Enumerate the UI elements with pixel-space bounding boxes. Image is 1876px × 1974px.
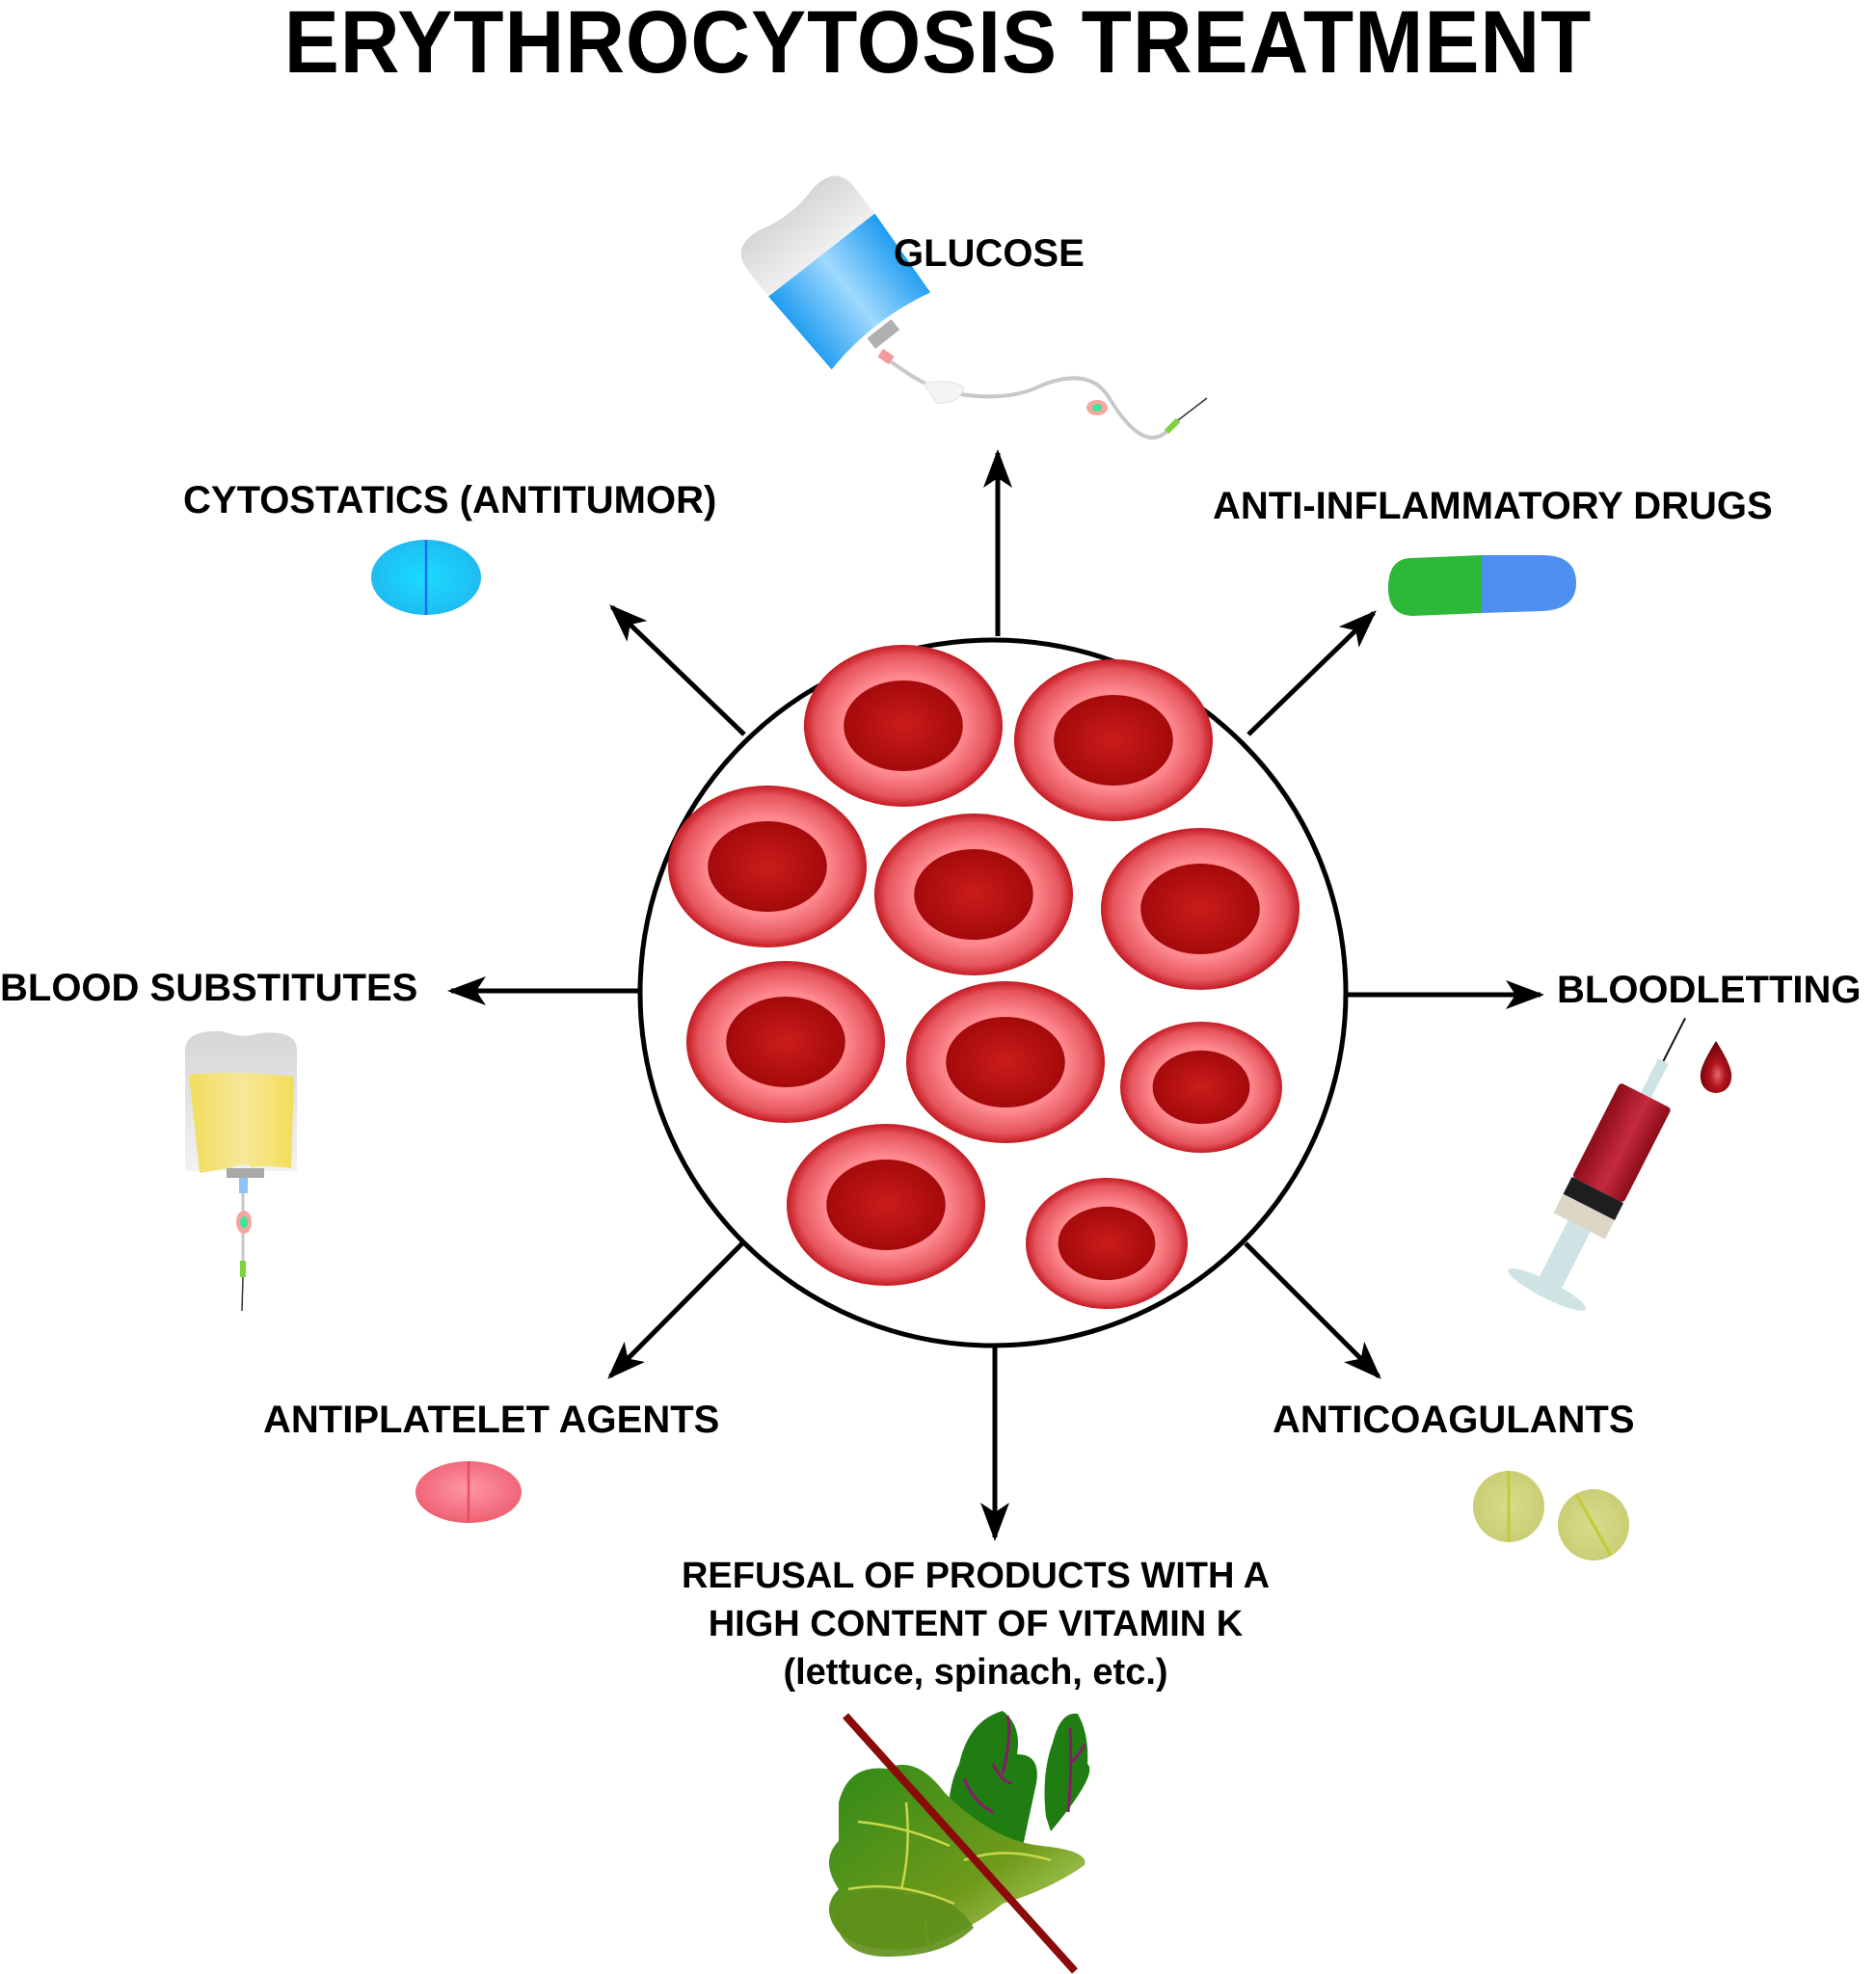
- erythrocyte-center: [914, 848, 1033, 941]
- crossed-out-leafy-greens-icon: [829, 1711, 1090, 1974]
- label-vitamin-k-line-3: (lettuce, spinach, etc.): [783, 1652, 1168, 1693]
- round-tablets-yellow-icon: [1473, 1471, 1629, 1561]
- syringe-blood-drop-icon: [1508, 1017, 1732, 1311]
- erythrocyte-center: [826, 1159, 946, 1251]
- erythrocyte-center: [1054, 694, 1173, 787]
- label-bloodletting: BLOODLETTING: [1557, 969, 1862, 1011]
- label-cytostatics: CYTOSTATICS (ANTITUMOR): [183, 479, 717, 521]
- arrows: [447, 449, 1544, 1541]
- erythrocyte-center: [946, 1016, 1065, 1108]
- erythrocytes: [668, 645, 1300, 1309]
- arrow-down-right: [1244, 1241, 1381, 1379]
- iv-drip-bag-yellow-icon: [185, 1030, 297, 1312]
- label-anticoagulants: ANTICOAGULANTS: [1273, 1399, 1635, 1441]
- oval-tablet-pink-icon: [415, 1461, 522, 1523]
- erythrocyte-center: [1152, 1050, 1250, 1125]
- label-blood-substitutes: BLOOD SUBSTITUTES: [0, 967, 418, 1009]
- oval-tablet-blue-icon: [371, 540, 481, 615]
- label-vitamin-k-line-1: REFUSAL OF PRODUCTS WITH A: [681, 1556, 1271, 1596]
- erythrocyte-center: [1058, 1206, 1156, 1281]
- page-title: ERYTHROCYTOSIS TREATMENT: [283, 0, 1593, 92]
- label-glucose: GLUCOSE: [894, 232, 1085, 275]
- erythrocyte-center: [844, 680, 963, 772]
- arrow-up-right: [1246, 610, 1377, 736]
- label-vitamin-k-line-2: HIGH CONTENT OF VITAMIN K: [708, 1604, 1244, 1644]
- erythrocyte-center: [708, 820, 827, 913]
- erythrocyte-center: [726, 996, 845, 1088]
- iv-drip-bag-blue-icon: [740, 175, 1208, 440]
- label-antiplatelet: ANTIPLATELET AGENTS: [263, 1399, 720, 1441]
- arrow-down-left: [607, 1241, 744, 1379]
- label-vitamin-k: REFUSAL OF PRODUCTS WITH A HIGH CONTENT …: [682, 1552, 1270, 1696]
- capsule-green-blue-icon: [1388, 555, 1576, 616]
- erythrocyte-center: [1140, 863, 1260, 955]
- arrow-up-left: [609, 604, 746, 736]
- label-anti-inflammatory: ANTI-INFLAMMATORY DRUGS: [1213, 485, 1773, 527]
